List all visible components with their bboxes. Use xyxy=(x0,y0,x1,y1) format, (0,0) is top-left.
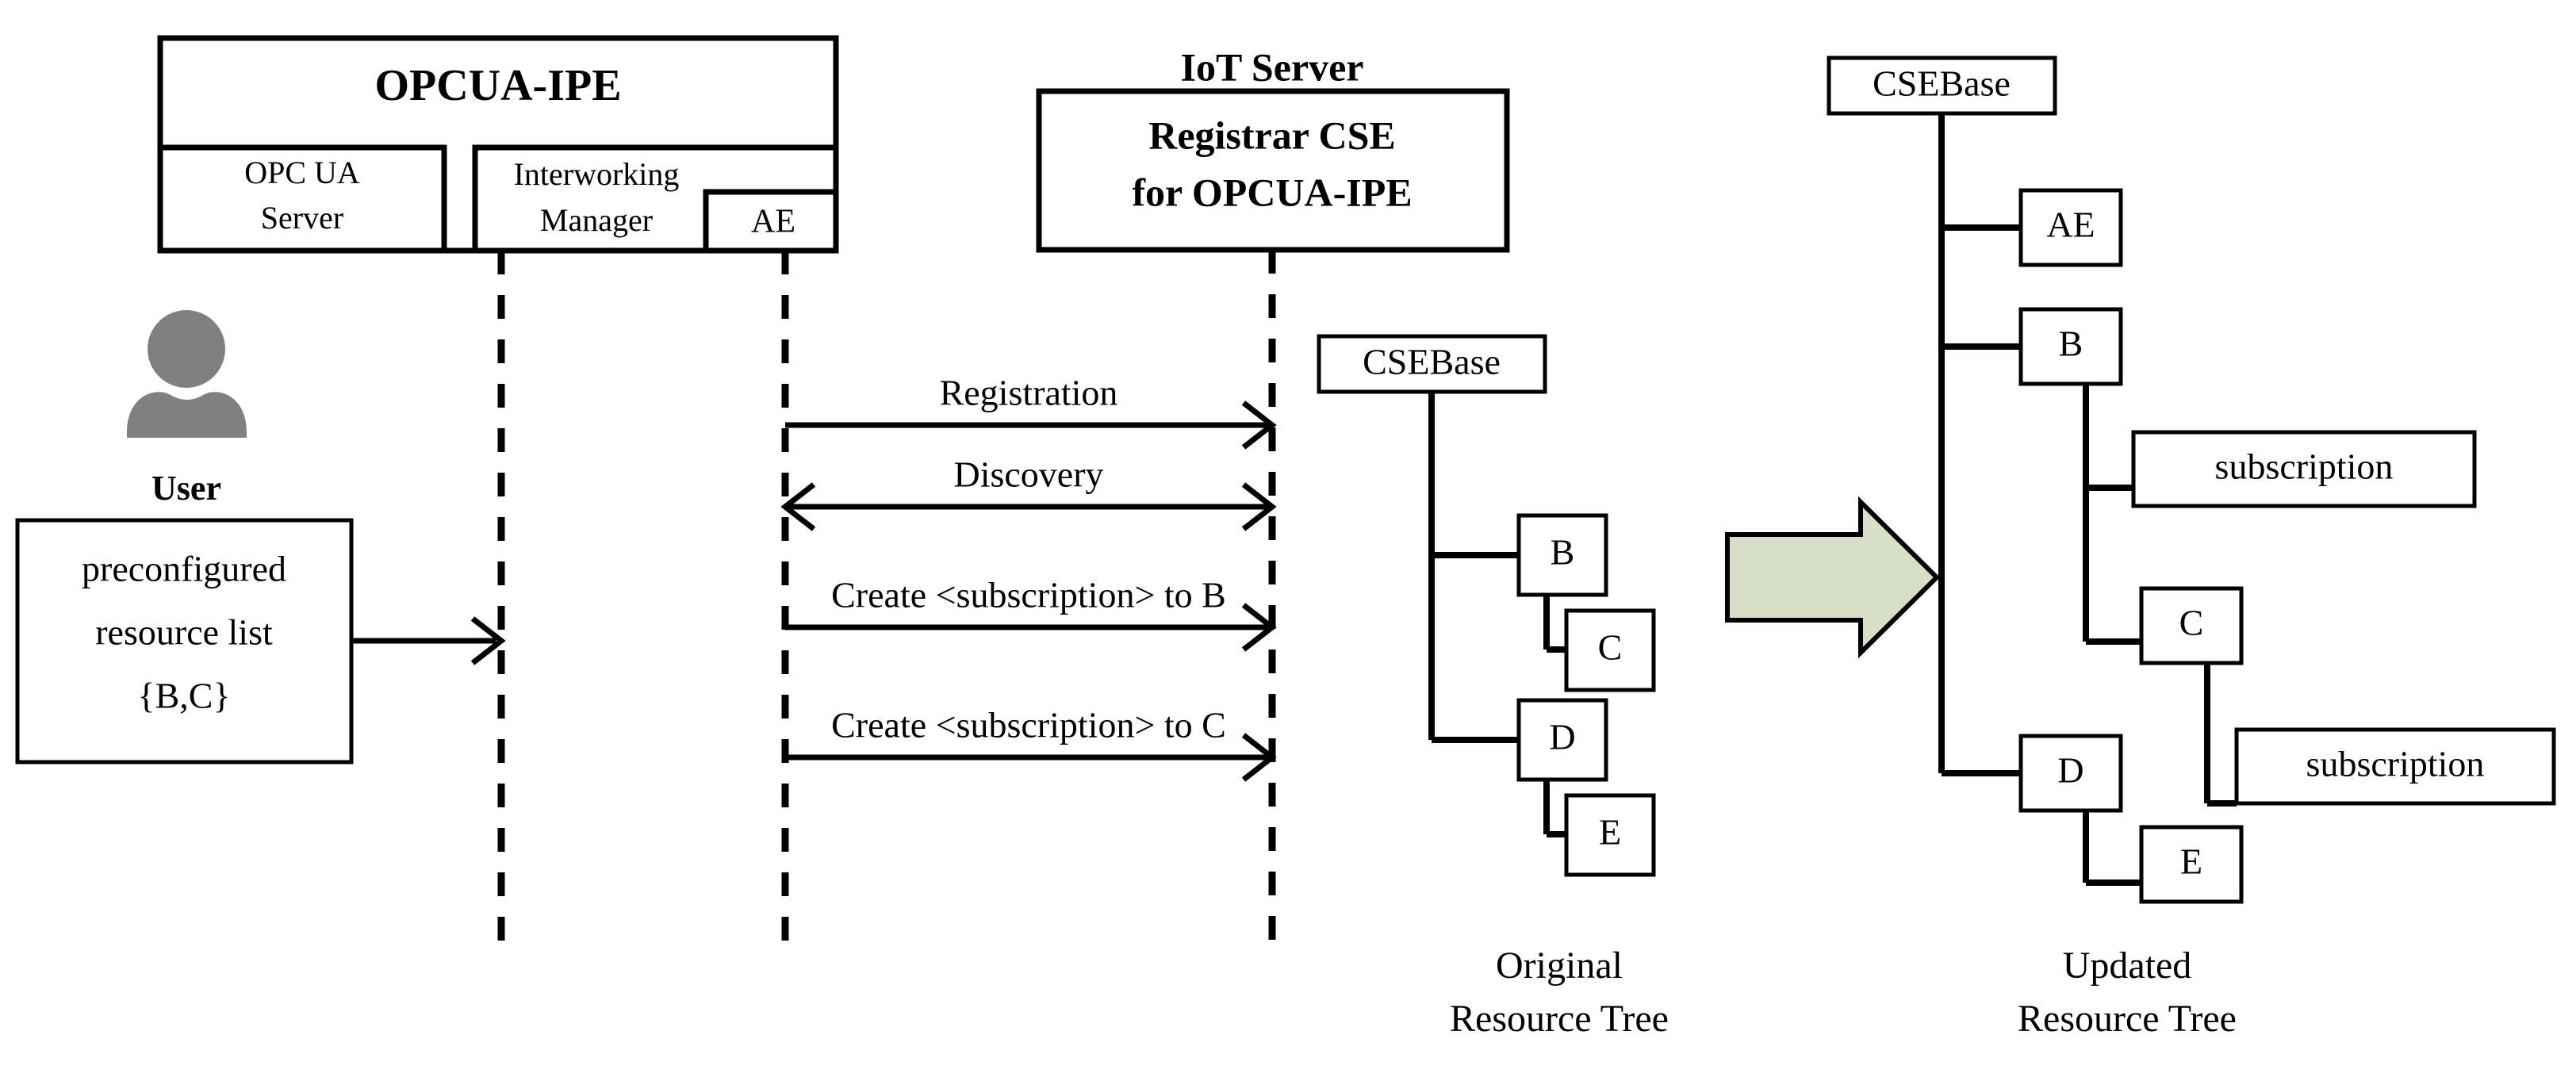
updated-tree-node-c-label: C xyxy=(2179,603,2204,643)
original-tree-node-b-label: B xyxy=(1551,532,1575,573)
message-create-subscription-c-arrow-head xyxy=(1241,733,1277,782)
message-create-subscription-c-label: Create <subscription> to C xyxy=(831,705,1226,745)
message-registration: Registration xyxy=(785,373,1277,450)
message-discovery-arrow-head-left xyxy=(780,482,816,531)
preconfigured-line1: preconfigured xyxy=(82,549,286,589)
opcua-ipe-title: OPCUA-IPE xyxy=(374,61,621,110)
original-tree-node-d xyxy=(1516,698,1608,782)
registrar-cse-label-line1: Registrar CSE xyxy=(1148,113,1396,157)
original-tree-node-c-label: C xyxy=(1598,627,1623,668)
ae-box xyxy=(703,189,839,254)
preconfigured-line2: resource list xyxy=(95,612,273,653)
updated-tree-node-ae xyxy=(2018,188,2123,267)
updated-tree-node-e-label: E xyxy=(2180,841,2202,882)
original-tree-caption-line2: Resource Tree xyxy=(1450,998,1669,1040)
user-avatar-body-icon xyxy=(127,392,247,438)
message-create-subscription-b-label: Create <subscription> to B xyxy=(831,575,1226,615)
message-create-subscription-b: Create <subscription> to B xyxy=(785,575,1277,652)
preconfigured-resource-list-box xyxy=(15,518,354,765)
registrar-cse-label-line2: for OPCUA-IPE xyxy=(1132,170,1412,214)
ae-label: AE xyxy=(751,204,795,240)
original-tree-node-e-label: E xyxy=(1599,812,1621,853)
interworking-manager-label-line2: Manager xyxy=(540,202,653,238)
original-tree-node-e xyxy=(1564,793,1656,877)
opc-ua-server-label-line1: OPC UA xyxy=(244,155,360,190)
iot-server-system: IoT Server Registrar CSE for OPCUA-IPE xyxy=(1036,44,1510,253)
updated-tree-caption-line1: Updated xyxy=(2063,945,2192,987)
updated-resource-tree: CSEBase AE B subscription C subscripti xyxy=(1827,56,2556,1040)
updated-tree-node-subscription-b-label: subscription xyxy=(2215,446,2394,487)
original-tree-node-d-label: D xyxy=(1549,717,1575,757)
updated-tree-node-b xyxy=(2018,307,2123,386)
updated-tree-node-b-label: B xyxy=(2059,324,2083,364)
updated-tree-node-e xyxy=(2139,825,2244,904)
original-tree-node-csebase xyxy=(1317,334,1547,394)
message-registration-label: Registration xyxy=(940,373,1118,413)
preconfigured-resource-list: preconfigured resource list {B,C} xyxy=(15,518,506,765)
opc-ua-server-label-line2: Server xyxy=(261,200,343,236)
message-create-subscription-c: Create <subscription> to C xyxy=(785,705,1277,782)
interworking-manager-label-line1: Interworking xyxy=(514,156,680,192)
transform-arrow xyxy=(1725,496,1941,659)
message-discovery-label: Discovery xyxy=(953,454,1103,495)
original-tree-node-csebase-label: CSEBase xyxy=(1363,342,1501,382)
updated-tree-node-subscription-c xyxy=(2234,727,2556,806)
user-label: User xyxy=(151,469,221,508)
updated-tree-node-d xyxy=(2018,734,2123,813)
message-create-subscription-b-arrow-head xyxy=(1241,603,1277,652)
preconfigured-line3: {B,C} xyxy=(137,676,230,716)
transform-arrow-shape xyxy=(1725,496,1941,659)
lifelines xyxy=(497,250,1276,948)
original-resource-tree: CSEBase B C D E Original Resource Tree xyxy=(1317,334,1669,1040)
message-discovery-arrow-head-right xyxy=(1241,482,1277,531)
opcua-ipe-system: OPCUA-IPE OPC UA Server Interworking Man… xyxy=(157,35,839,254)
user-actor: User xyxy=(127,310,247,508)
iot-server-title: IoT Server xyxy=(1181,44,1364,89)
updated-tree-node-csebase xyxy=(1827,56,2057,116)
updated-tree-caption-line2: Resource Tree xyxy=(2018,998,2237,1040)
message-discovery: Discovery xyxy=(780,454,1277,531)
original-tree-caption-line1: Original xyxy=(1496,945,1623,987)
updated-tree-node-d-label: D xyxy=(2057,750,2083,791)
user-avatar-head-icon xyxy=(148,310,225,388)
original-tree-node-b xyxy=(1516,513,1608,597)
opc-ua-server-box xyxy=(157,144,447,254)
updated-tree-node-c xyxy=(2139,586,2244,665)
updated-tree-node-subscription-b xyxy=(2131,430,2477,508)
updated-tree-node-subscription-c-label: subscription xyxy=(2306,744,2485,784)
message-registration-arrow-head xyxy=(1241,400,1277,450)
updated-tree-node-csebase-label: CSEBase xyxy=(1873,63,2011,104)
user-config-arrow-head xyxy=(470,616,506,665)
original-tree-node-c xyxy=(1564,608,1656,692)
updated-tree-node-ae-label: AE xyxy=(2046,205,2095,245)
